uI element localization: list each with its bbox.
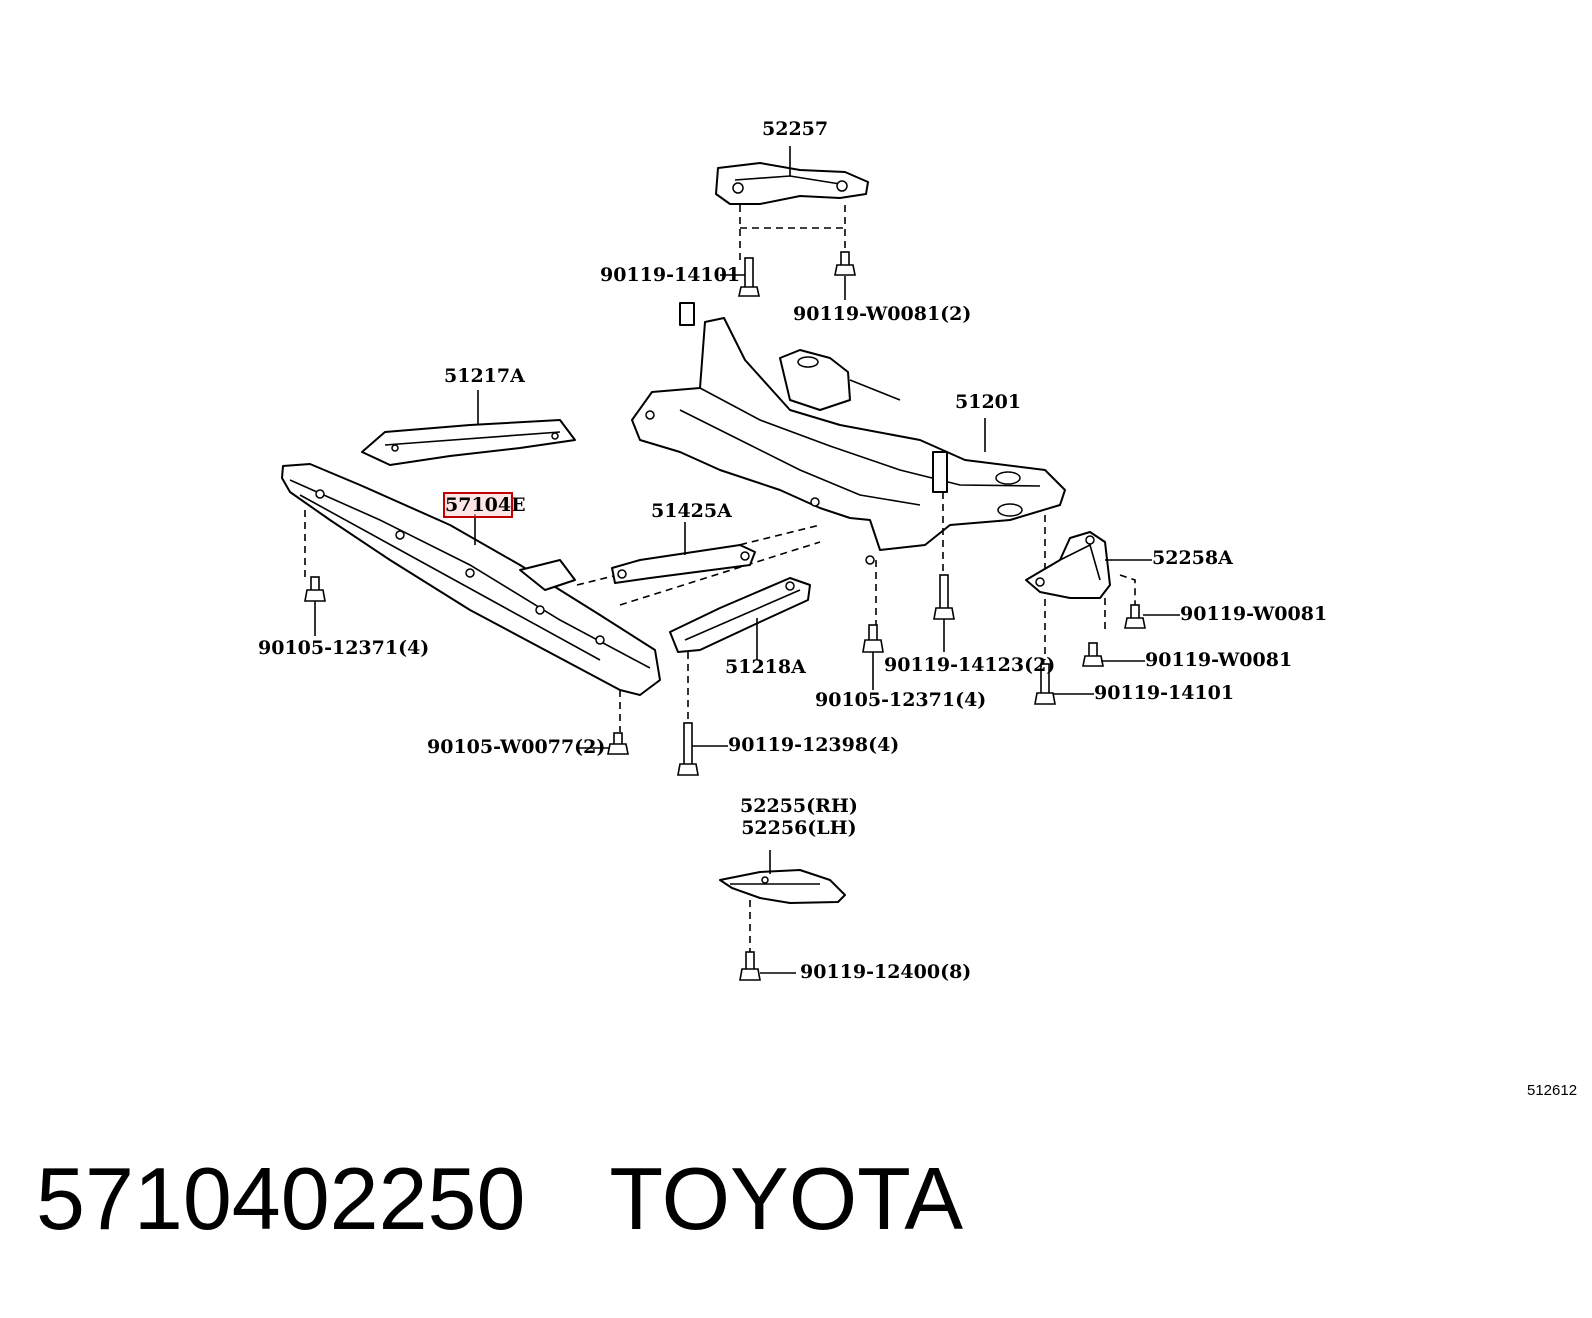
part-57104-reinforcement <box>281 463 661 696</box>
label-90119-w0081-b: 90119-W0081 <box>1145 649 1293 671</box>
bolt-90119-14101-top <box>738 257 760 297</box>
label-51218A: 51218A <box>725 656 806 678</box>
footer-part-number: 5710402250 <box>36 1149 526 1248</box>
bolt-90119-w0081-b <box>1082 642 1104 667</box>
highlighted-part-number[interactable]: 57104 <box>442 492 514 518</box>
bolt-90119-14123 <box>933 574 955 620</box>
label-51217A: 51217A <box>444 365 525 387</box>
label-90105-12371-left: 90105-12371(4) <box>258 637 430 659</box>
part-52258A-bracket <box>1025 531 1111 599</box>
label-52255-52256: 52255(RH) 52256(LH) <box>740 795 858 840</box>
part-51218A-cover <box>669 577 811 653</box>
label-51425A: 51425A <box>651 500 732 522</box>
label-57104-suffix: E <box>511 494 526 516</box>
part-52257-bracket <box>715 162 869 205</box>
label-90119-14123-2: 90119-14123(2) <box>884 654 1056 676</box>
label-90119-w0081-a: 90119-W0081 <box>1180 603 1328 625</box>
label-90119-14101-top: 90119-14101 <box>600 264 741 286</box>
part-51217A-cover <box>361 419 576 466</box>
label-90119-w0081-2: 90119-W0081(2) <box>793 303 972 325</box>
bolt-90119-w0081-top <box>834 251 856 276</box>
label-90119-14101-right: 90119-14101 <box>1094 682 1235 704</box>
bolt-90105-12371-mid <box>862 624 884 653</box>
part-51425A-brace <box>611 544 756 584</box>
bolt-90119-12400 <box>739 951 761 981</box>
part-51201-crossmember <box>631 302 1066 565</box>
diagram-code: 512612 <box>1527 1082 1578 1099</box>
bolt-90119-12398 <box>677 722 699 776</box>
footer-brand: TOYOTA <box>609 1149 964 1248</box>
label-52257: 52257 <box>762 118 829 140</box>
label-90105-12371-mid: 90105-12371(4) <box>815 689 987 711</box>
bolt-90119-w0081-a <box>1124 604 1146 629</box>
label-52258A: 52258A <box>1152 547 1233 569</box>
label-90119-12398-4: 90119-12398(4) <box>728 734 900 756</box>
label-52255-rh: 52255(RH) <box>740 795 858 817</box>
part-52255-52256-plate <box>719 869 846 904</box>
bolt-90105-12371-left <box>304 576 326 602</box>
label-90105-w0077-2: 90105-W0077(2) <box>427 736 606 758</box>
bolt-90105-w0077 <box>607 732 629 755</box>
bolt-90119-14101-right <box>1034 663 1056 705</box>
label-52256-lh: 52256(LH) <box>741 816 857 839</box>
label-51201: 51201 <box>955 391 1022 413</box>
label-90119-12400-8: 90119-12400(8) <box>800 961 972 983</box>
label-57104E[interactable]: 57104E <box>442 492 526 518</box>
